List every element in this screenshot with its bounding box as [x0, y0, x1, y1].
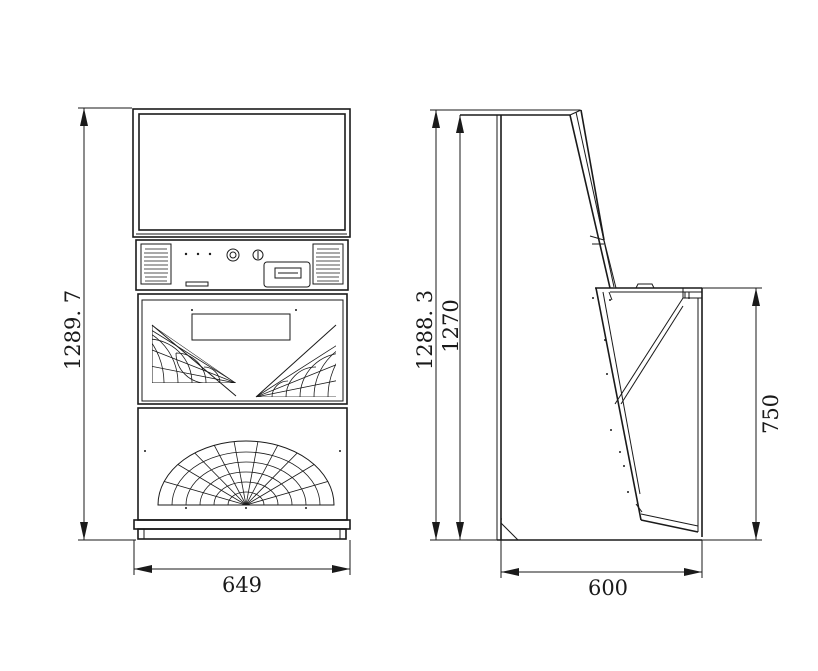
side-monitor-slope — [569, 114, 611, 289]
left-speaker-grille — [140, 243, 172, 285]
front-middle-inner — [141, 299, 344, 402]
side-table-height-dimension: 750 — [702, 287, 783, 541]
coin-slot — [185, 281, 209, 287]
front-monitor-frame — [132, 108, 351, 238]
side-table-height-label: 750 — [759, 394, 783, 434]
right-speaker-grille — [312, 243, 344, 285]
front-width-dimension: 649 — [133, 540, 351, 597]
front-middle-panel — [137, 293, 348, 405]
front-height-label: 1289. 7 — [61, 290, 85, 370]
front-view — [132, 108, 351, 540]
bottom-fan-vent — [158, 441, 334, 505]
side-total-height-dimension: 1288. 3 — [413, 109, 580, 541]
round-button-right — [252, 249, 264, 261]
side-depth-dimension: 600 — [500, 540, 703, 600]
display-window — [191, 313, 291, 341]
front-monitor-screen — [138, 113, 346, 231]
side-view — [460, 109, 703, 541]
front-base — [137, 528, 347, 540]
front-width-label: 649 — [222, 573, 262, 597]
side-height-dimension: 1270 — [439, 115, 464, 540]
side-depth-label: 600 — [588, 576, 628, 600]
front-height-dimension: 1289. 7 — [61, 107, 136, 541]
side-total-height-label: 1288. 3 — [413, 290, 437, 370]
side-height-label: 1270 — [439, 299, 463, 352]
bill-acceptor — [263, 261, 311, 288]
side-front-slope — [595, 287, 642, 521]
round-button-left — [226, 248, 240, 262]
front-base-plinth — [133, 519, 351, 530]
right-fan-vent — [256, 325, 336, 397]
